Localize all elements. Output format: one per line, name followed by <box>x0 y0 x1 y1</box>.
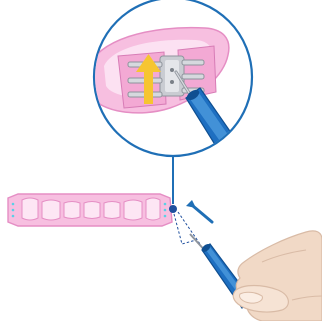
retainer-teeth <box>22 198 160 220</box>
screw-location-marker <box>169 205 177 213</box>
zoom-callout <box>88 0 252 172</box>
retainer-full <box>8 194 177 226</box>
hand <box>233 231 322 321</box>
motion-path-dashed <box>174 212 200 244</box>
screw-hole <box>170 68 174 72</box>
insert-direction-arrow <box>186 200 212 222</box>
screw-hole <box>170 80 174 84</box>
